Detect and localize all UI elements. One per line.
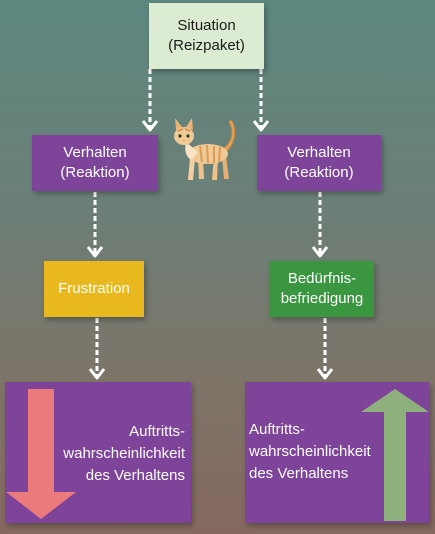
result-right-line3: des Verhaltens (249, 465, 349, 482)
behavior-box-right: Verhalten (Reaktion) (257, 135, 381, 191)
decrease-arrow-icon (6, 389, 76, 519)
arrowhead (88, 368, 106, 380)
arrowhead (316, 368, 334, 380)
satisfaction-label-line1: Bedürfnis- (287, 270, 357, 287)
arrowhead (141, 120, 159, 132)
behavior-right-title: Verhalten (287, 144, 351, 161)
result-right-line2: wahrscheinlichkeit (249, 443, 371, 460)
result-left-line1: Auftritts- (129, 423, 185, 440)
satisfaction-label-line2: befriedigung (280, 290, 364, 307)
result-box-right: Auftritts- wahrscheinlichkeit des Verhal… (245, 382, 429, 523)
cat-icon (174, 118, 236, 180)
frustration-label: Frustration (58, 280, 130, 297)
behavior-left-subtitle: (Reaktion) (60, 164, 130, 181)
result-right-line1: Auftritts- (249, 421, 305, 438)
frustration-box: Frustration (44, 261, 144, 317)
situation-box: Situation (Reizpaket) (149, 3, 264, 69)
situation-subtitle: (Reizpaket) (168, 37, 245, 54)
result-left-text: Auftritts- wahrscheinlichkeit des Verhal… (63, 421, 185, 487)
arrowhead (252, 120, 270, 132)
result-left-line3: des Verhaltens (85, 467, 185, 484)
arrowhead (311, 246, 329, 258)
satisfaction-box: Bedürfnis- befriedigung (270, 261, 374, 317)
behavior-right-subtitle: (Reaktion) (284, 164, 354, 181)
result-left-line2: wahrscheinlichkeit (63, 445, 185, 462)
behavior-box-left: Verhalten (Reaktion) (32, 135, 158, 191)
result-right-text: Auftritts- wahrscheinlichkeit des Verhal… (249, 419, 371, 485)
behavior-left-title: Verhalten (63, 144, 127, 161)
result-box-left: Auftritts- wahrscheinlichkeit des Verhal… (5, 382, 191, 523)
increase-arrow-icon (361, 389, 429, 521)
situation-title: Situation (177, 17, 236, 34)
arrowhead (86, 246, 104, 258)
